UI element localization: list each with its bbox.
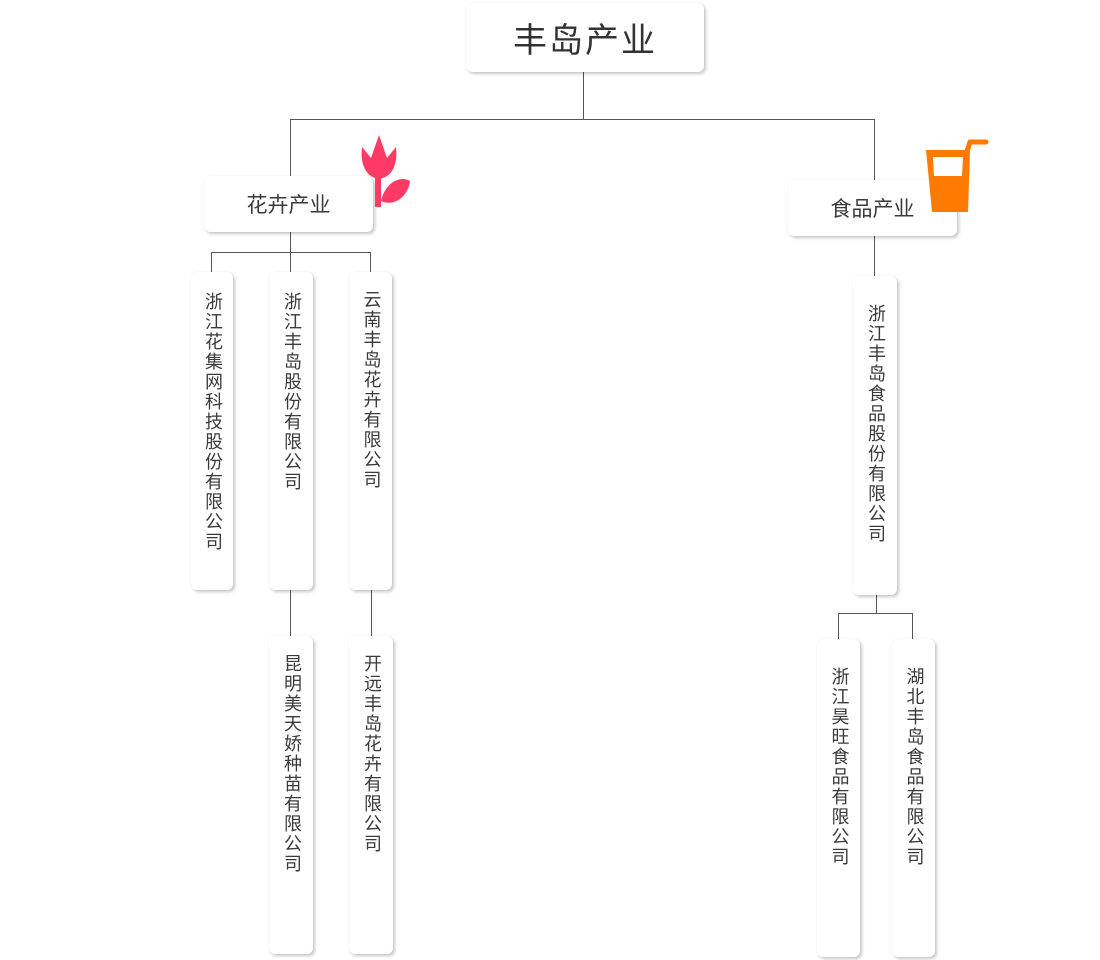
connector-flower-c2-sub	[290, 590, 291, 636]
connector-food-c1-down	[876, 595, 877, 614]
connector-flower-bus	[211, 252, 371, 253]
company-card-kunming-meitianjiao[interactable]: 昆明美天娇种苗有限公司	[269, 636, 313, 954]
root-node[interactable]: 丰岛产业	[466, 3, 704, 72]
company-card-hubei-fengdao[interactable]: 湖北丰岛食品有限公司	[892, 639, 935, 957]
tulip-icon	[361, 135, 410, 207]
connector-food-down	[874, 236, 875, 276]
drink-cup-icon	[926, 139, 989, 212]
company-card-kaiyuan-fengdao[interactable]: 开远丰岛花卉有限公司	[349, 636, 393, 954]
company-name: 浙江丰岛食品股份有限公司	[865, 304, 886, 544]
food-industry-node[interactable]: 食品产业	[788, 180, 957, 236]
flower-industry-node[interactable]: 花卉产业	[204, 176, 373, 232]
connector-food-s1	[838, 613, 839, 639]
company-card-zhejiang-haowang[interactable]: 浙江昊旺食品有限公司	[817, 639, 860, 957]
company-card-fengdao-food[interactable]: 浙江丰岛食品股份有限公司	[853, 276, 897, 595]
connector-root-bus	[290, 119, 875, 120]
connector-food-s2	[912, 613, 913, 639]
connector-flower-down	[290, 232, 291, 253]
connector-flower-c2	[290, 252, 291, 272]
company-name: 昆明美天娇种苗有限公司	[281, 654, 302, 874]
company-card-fengdao-shares[interactable]: 浙江丰岛股份有限公司	[269, 272, 313, 590]
company-name: 湖北丰岛食品有限公司	[903, 667, 925, 867]
food-industry-label: 食品产业	[830, 197, 915, 221]
connector-flower-up	[290, 119, 291, 177]
company-name: 开远丰岛花卉有限公司	[361, 654, 382, 854]
company-name: 浙江昊旺食品有限公司	[828, 667, 850, 867]
company-card-yunnan-fengdao[interactable]: 云南丰岛花卉有限公司	[349, 272, 392, 590]
company-name: 浙江丰岛股份有限公司	[281, 292, 302, 492]
connector-root-down	[583, 72, 584, 120]
connector-flower-c1	[211, 252, 212, 272]
company-card-huajiwang[interactable]: 浙江花集网科技股份有限公司	[191, 272, 233, 590]
connector-food-bus	[838, 613, 913, 614]
company-name: 浙江花集网科技股份有限公司	[202, 292, 223, 552]
flower-industry-label: 花卉产业	[246, 193, 331, 217]
connector-food-up	[874, 119, 875, 181]
company-name: 云南丰岛花卉有限公司	[360, 290, 382, 490]
connector-flower-c3	[370, 252, 371, 272]
root-node-label: 丰岛产业	[513, 21, 657, 61]
connector-flower-c3-sub	[371, 590, 372, 636]
